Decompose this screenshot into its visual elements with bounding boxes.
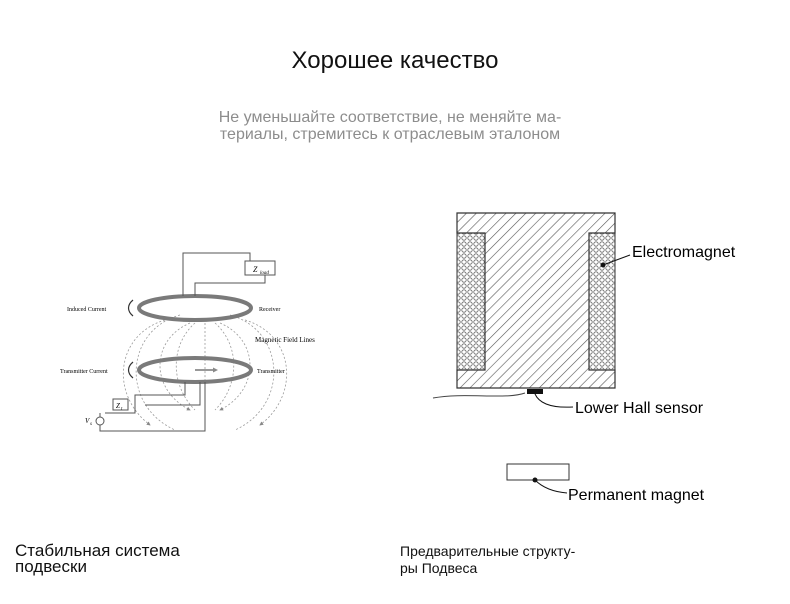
lower-hall-sensor-label: Lower Hall sensor [575,400,704,417]
coil-left [456,232,486,371]
electromagnet-diagram: Electromagnet Lower Hall sensor Permanen… [395,205,775,525]
transmitter-label: Transmitter [257,369,285,375]
receiver-coil [137,294,253,322]
magnetic-field-lines-label: Magnetic Field Lines [255,336,315,344]
field-lines [122,314,288,431]
z-t-label: Z [116,402,120,410]
coil-right [588,232,616,371]
permanent-magnet [506,463,570,481]
page-subtitle: Не уменьшайте соответствие, не меняйте м… [190,109,590,143]
electromagnet-label: Electromagnet [632,244,736,261]
z-load-sub: load [260,271,269,276]
v-source-label: V [85,417,90,425]
z-load-label: Z [253,265,258,274]
caption-right: Предварительные структу- ры Подвеса [400,543,610,577]
caption-left: Стабильная система подвески [15,541,235,576]
z-t-sub: t [121,407,123,412]
subtitle-line-2: териалы, стремитесь к отраслевым эталоно… [219,126,561,143]
transmitter-current-label: Transmitter Current [60,369,108,375]
receiver-label: Receiver [259,307,280,313]
induced-current-label: Induced Current [67,307,106,313]
transmitter-wiring [95,382,206,432]
sensor-wire [432,392,526,399]
caption-right-line-2: ры Подвеса [400,560,478,576]
v-source-sub: s [90,422,92,427]
subtitle-line-1: Не уменьшайте соответствие, не меняйте м… [218,109,562,126]
induced-current-arc [127,299,134,317]
caption-left-line-2: подвески [15,557,87,576]
coil-diagram-svg: Z load Z t V s Induced Current Receiver … [60,252,315,432]
wireless-coil-diagram: Z load Z t V s Induced Current Receiver … [55,245,355,440]
transmitter-current-arc [127,361,134,379]
permanent-magnet-label: Permanent magnet [568,487,705,504]
receiver-wiring [182,252,276,296]
page-title: Хорошее качество [291,47,499,74]
caption-right-line-1: Предварительные структу- [400,543,576,559]
transmitter-coil [137,356,253,384]
caption-left-line-1: Стабильная система [15,541,180,560]
electromagnet-svg: Electromagnet Lower Hall sensor Permanen… [432,212,736,504]
hall-sensor [527,389,543,394]
